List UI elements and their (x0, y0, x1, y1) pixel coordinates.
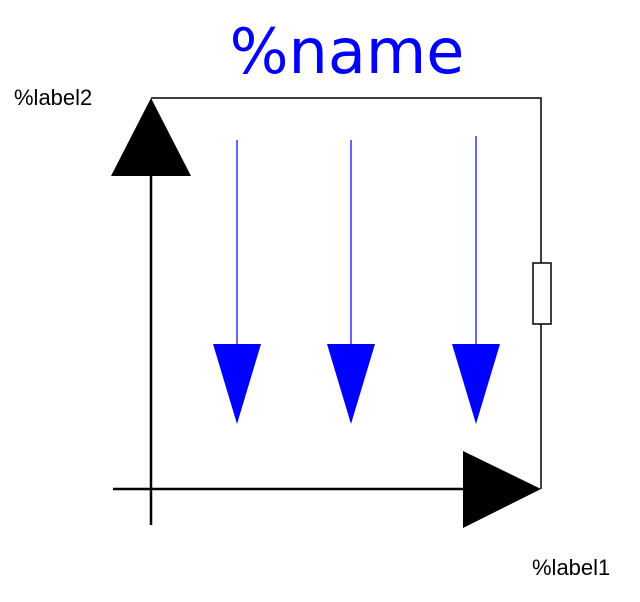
connection-wire (151, 97, 542, 263)
field-arrow-2 (327, 140, 375, 424)
down-arrow-icon (213, 344, 261, 424)
label1-text: %label1 (532, 555, 611, 580)
up-arrow-icon (111, 98, 191, 176)
field-arrow-1 (213, 140, 261, 424)
component-name-label: %name (229, 15, 465, 88)
field-arrow-3 (452, 136, 500, 424)
label2-text: %label2 (14, 85, 93, 110)
down-arrow-icon (452, 344, 500, 424)
right-arrow-icon (463, 451, 541, 528)
resistor-icon (532, 262, 552, 325)
down-arrow-icon (327, 344, 375, 424)
